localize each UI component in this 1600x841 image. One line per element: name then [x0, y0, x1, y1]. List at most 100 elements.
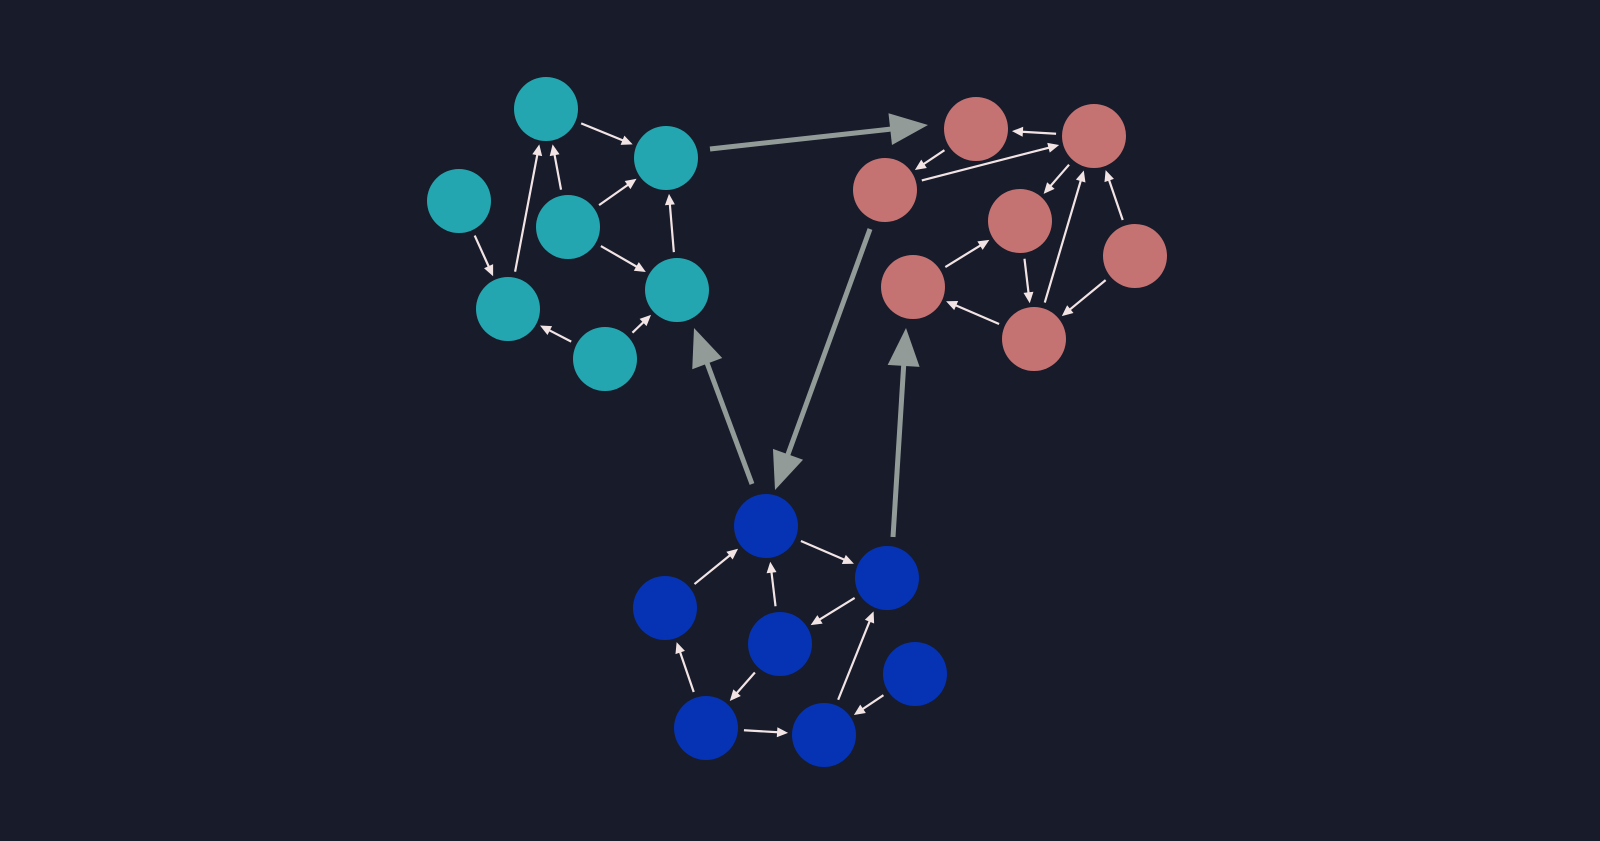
edge-r6-to-r7-shaft: [1068, 279, 1107, 311]
edge-r2-to-r4-shaft: [1049, 163, 1070, 188]
inter-edge-teal-to-rose: [709, 113, 928, 152]
edge-r7-to-r2-arrowhead: [1075, 170, 1086, 183]
edge-r1-to-r3-shaft: [922, 149, 946, 166]
edge-r2-to-r1-arrowhead: [1011, 126, 1024, 137]
edge-t7-to-t6: [631, 314, 652, 334]
edge-t4-to-t6-arrowhead: [633, 262, 646, 272]
edge-r2-to-r4-arrowhead: [1043, 182, 1055, 194]
edge-r4-to-r7-shaft: [1023, 258, 1030, 294]
rose-node-r1: [944, 97, 1008, 161]
edge-r7-to-r5-arrowhead: [946, 300, 959, 311]
edge-t5-to-t1-arrowhead: [532, 144, 543, 157]
inter-edge-blue-to-teal-shaft: [704, 361, 755, 485]
edge-b1-to-b2-shaft: [800, 539, 846, 561]
edge-b5-to-b6: [743, 727, 789, 738]
edge-r3-to-r2-shaft: [921, 146, 1050, 182]
edge-r4-to-r7: [1023, 258, 1034, 304]
edge-r6-to-r7: [1061, 279, 1107, 317]
edge-r7-to-r5: [946, 300, 1000, 326]
edge-r7-to-r5-shaft: [954, 304, 1000, 326]
edge-t5-to-t1: [514, 144, 543, 272]
teal-node-t2: [634, 126, 698, 190]
rose-node-r3: [853, 158, 917, 222]
edge-r3-to-r2-arrowhead: [1047, 142, 1060, 153]
blue-node-b4: [748, 612, 812, 676]
edge-t4-to-t1-arrowhead: [549, 144, 560, 157]
edge-b7-to-b6-shaft: [861, 694, 885, 711]
edge-r4-to-r7-arrowhead: [1023, 291, 1034, 304]
edge-t1-to-t2-arrowhead: [620, 135, 633, 145]
edge-t3-to-t5-shaft: [473, 235, 490, 268]
rose-node-r7: [1002, 307, 1066, 371]
edge-b5-to-b3-shaft: [678, 651, 695, 693]
edge-t7-to-t5: [539, 325, 572, 343]
edge-t3-to-t5-arrowhead: [484, 264, 494, 277]
edge-r5-to-r4: [944, 239, 990, 268]
edge-r7-to-r2: [1043, 170, 1086, 303]
teal-node-t1: [514, 77, 578, 141]
edge-r6-to-r2-arrowhead: [1104, 170, 1114, 183]
edge-b1-to-b2-arrowhead: [841, 554, 854, 565]
rose-node-r6: [1103, 224, 1167, 288]
inter-edge-teal-to-rose-shaft: [709, 126, 892, 152]
blue-node-b3: [633, 576, 697, 640]
edge-t4-to-t2-arrowhead: [624, 178, 637, 190]
edge-r7-to-r2-shaft: [1043, 179, 1083, 303]
edge-t1-to-t2: [580, 122, 633, 145]
edge-r2-to-r1-shaft: [1021, 130, 1057, 135]
inter-edge-blue-to-teal-arrowhead: [692, 328, 723, 370]
teal-node-t6: [645, 258, 709, 322]
edge-b7-to-b6-arrowhead: [853, 704, 866, 715]
edge-b6-to-b2-shaft: [837, 620, 871, 701]
edge-t5-to-t1-shaft: [514, 153, 539, 272]
edge-r5-to-r4-shaft: [944, 244, 982, 268]
rose-node-r5: [881, 255, 945, 319]
blue-node-b5: [674, 696, 738, 760]
edge-t7-to-t6-shaft: [631, 321, 645, 334]
teal-node-t3: [427, 169, 491, 233]
edge-b3-to-b1: [693, 548, 739, 585]
edge-t6-to-t2-arrowhead: [664, 193, 675, 206]
teal-node-t5: [476, 277, 540, 341]
inter-edge-rose-to-blue-shaft: [785, 228, 873, 457]
edge-b4-to-b1: [766, 561, 777, 607]
teal-node-t4: [536, 195, 600, 259]
inter-edge-blue-to-rose: [887, 328, 920, 538]
edge-r2-to-r1: [1011, 126, 1057, 137]
rose-node-r2: [1062, 104, 1126, 168]
edge-t4-to-t2: [598, 178, 637, 207]
edge-r5-to-r4-arrowhead: [977, 239, 990, 250]
inter-edge-rose-to-blue: [772, 228, 873, 490]
edge-b4-to-b5: [729, 671, 756, 701]
edge-b1-to-b2: [800, 539, 854, 565]
edge-b5-to-b3-arrowhead: [675, 642, 685, 655]
edge-b4-to-b1-arrowhead: [766, 561, 777, 574]
blue-node-b7: [883, 642, 947, 706]
edge-b6-to-b2-arrowhead: [864, 611, 875, 624]
inter-edge-rose-to-blue-arrowhead: [772, 448, 804, 490]
edge-b5-to-b6-shaft: [743, 729, 779, 734]
inter-edge-teal-to-rose-arrowhead: [888, 113, 928, 146]
edge-t1-to-t2-shaft: [580, 122, 624, 142]
edge-r1-to-r3: [914, 149, 946, 170]
inter-cluster-edges: [692, 113, 928, 538]
blue-node-b1: [734, 494, 798, 558]
edge-t4-to-t1-shaft: [553, 154, 563, 190]
edge-b4-to-b1-shaft: [770, 571, 777, 607]
graph-nodes: [427, 77, 1167, 767]
edge-t4-to-t1: [549, 144, 563, 190]
edge-t3-to-t5: [473, 235, 494, 277]
intra-cluster-edges: [473, 122, 1124, 738]
edge-r6-to-r2: [1104, 170, 1124, 221]
inter-edge-blue-to-teal: [692, 328, 755, 485]
rose-node-r4: [988, 189, 1052, 253]
edge-r6-to-r7-arrowhead: [1061, 305, 1074, 317]
edge-t7-to-t6-arrowhead: [639, 314, 652, 327]
teal-node-t7: [573, 327, 637, 391]
edge-t4-to-t2-shaft: [598, 183, 630, 207]
edge-b5-to-b3: [675, 642, 695, 693]
edge-r1-to-r3-arrowhead: [914, 159, 927, 170]
edge-b6-to-b2: [837, 611, 875, 701]
inter-edge-blue-to-rose-arrowhead: [887, 328, 920, 367]
